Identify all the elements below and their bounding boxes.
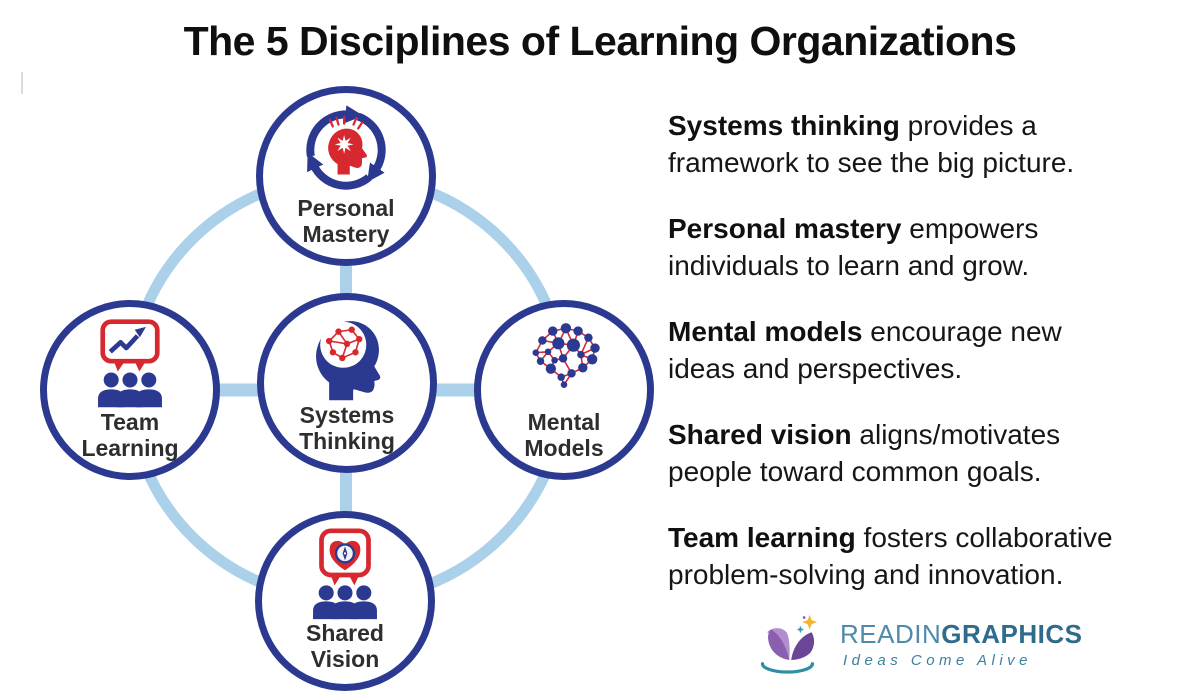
node-label-personal-mastery: Personal Mastery [297, 195, 395, 247]
mind-growth-cycle-icon [306, 105, 386, 190]
brand-wordmark: READINGRAPHICS [840, 619, 1083, 649]
node-label-mental-models: Mental Models [524, 409, 604, 461]
left-margin-artifact [21, 72, 23, 94]
node-mental-models: Mental Models [474, 300, 654, 480]
node-label-systems-thinking: Systems Thinking [299, 402, 395, 454]
node-label-shared-vision: Shared Vision [306, 620, 384, 672]
node-systems-thinking: Systems Thinking [257, 293, 437, 473]
brain-network-icon [532, 323, 600, 388]
team-heart-compass-icon [313, 528, 377, 620]
book-butterfly-icon [760, 614, 818, 674]
node-personal-mastery: Personal Mastery [256, 86, 436, 266]
node-team-learning: Team Learning [40, 300, 220, 480]
logo-text: READINGRAPHICS Ideas Come Alive [840, 610, 1083, 669]
brand-tagline: Ideas Come Alive [843, 652, 1032, 669]
node-label-team-learning: Team Learning [81, 409, 179, 461]
readingraphics-logo: READINGRAPHICS Ideas Come Alive [756, 610, 1083, 686]
network-head-icon [316, 321, 381, 401]
node-shared-vision: Shared Vision [255, 511, 435, 691]
team-chart-bubble-icon [98, 319, 162, 408]
page-title: The 5 Disciplines of Learning Organizati… [183, 18, 1017, 64]
disciplines-diagram: Personal Mastery [20, 80, 680, 700]
